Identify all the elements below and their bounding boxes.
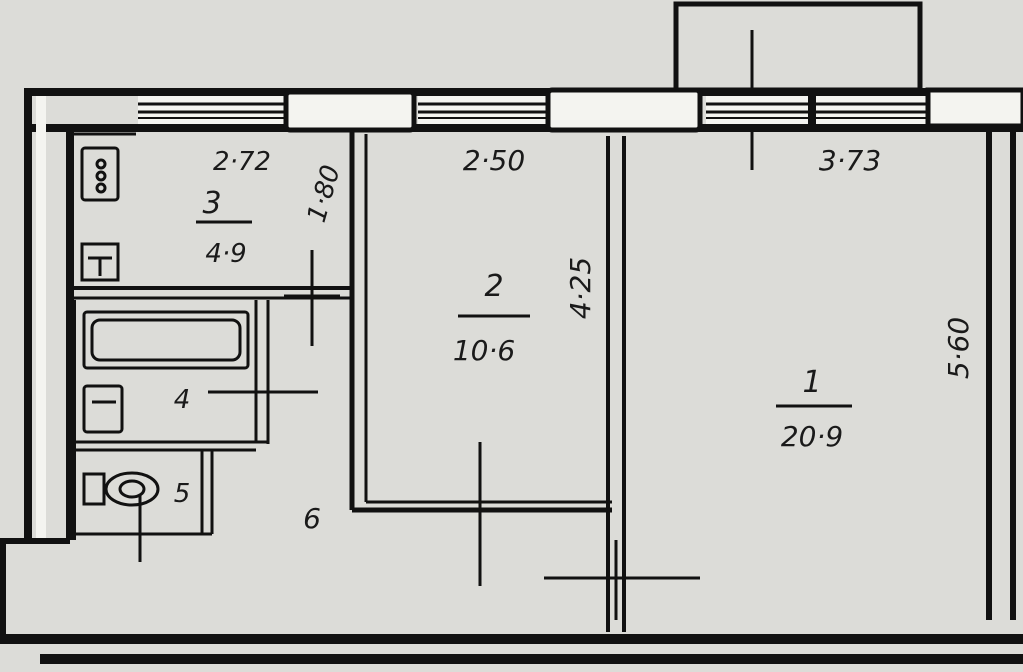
windows [138,87,1023,133]
dim-room2-width: 2·50 [463,144,525,177]
dim-room1-width: 3·73 [819,144,881,177]
dim-kitchen-width: 2·72 [213,147,271,177]
room-5-number: 5 [174,479,191,509]
room-2-number: 2 [484,269,503,304]
room-6-number: 6 [303,502,321,535]
room-3-number: 3 [202,186,221,221]
toilet-icon [82,471,160,507]
bathtub-icon [82,310,250,370]
tick-lines [138,126,852,620]
room-3-area: 4·9 [205,239,246,269]
room-1-number: 1 [802,365,821,400]
dim-room2-depth: 4·25 [564,257,597,319]
dim-room1-depth: 5·60 [942,317,975,379]
room-4-number: 4 [174,385,191,415]
washbasin-icon [82,384,124,434]
kitchen-sink-icon [80,242,120,282]
room-2-area: 10·6 [453,334,515,367]
room-1-area: 20·9 [781,420,843,453]
interior-walls [72,130,626,632]
exterior-walls [0,88,1023,664]
stove-icon [80,146,120,202]
